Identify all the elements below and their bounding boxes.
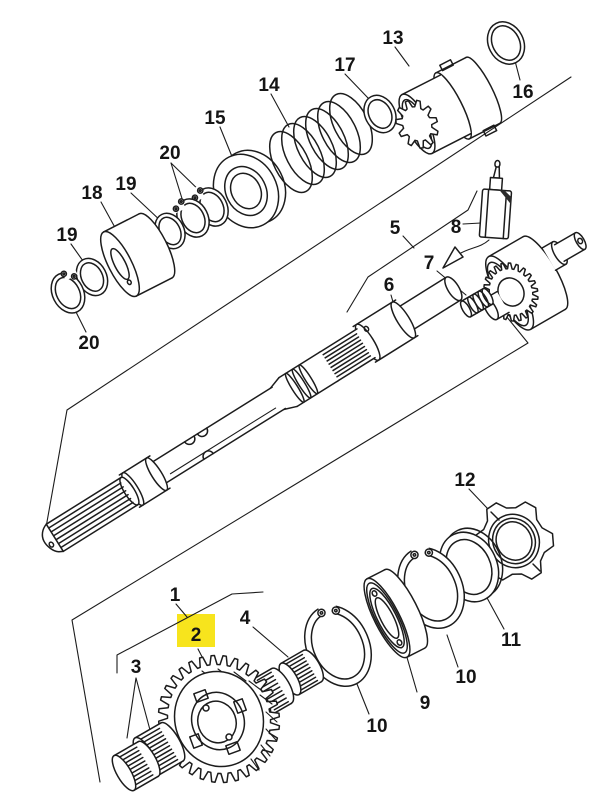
- part-label-19-b[interactable]: 19: [115, 174, 136, 195]
- snap-ring-10-left: [304, 597, 372, 688]
- shaft-drawing: [41, 276, 463, 553]
- part-label-17[interactable]: 17: [334, 55, 355, 76]
- helical-tooth-lines: [201, 668, 278, 771]
- part-label-15[interactable]: 15: [204, 108, 226, 129]
- coupling-13-drawing: [395, 56, 503, 155]
- part-label-10-b[interactable]: 10: [455, 667, 476, 688]
- needle-bearing-3-front: [111, 740, 161, 792]
- assembly-bracket-lines: [44, 76, 572, 783]
- o-ring-16-drawing: [486, 21, 526, 65]
- part-label-4[interactable]: 4: [240, 608, 251, 629]
- part-label-2-highlighted[interactable]: 2: [191, 625, 202, 646]
- spring-drawing: [268, 92, 374, 194]
- part-label-11[interactable]: 11: [501, 630, 522, 651]
- part-label-18[interactable]: 18: [81, 183, 102, 204]
- part-label-9[interactable]: 9: [420, 693, 431, 714]
- part-label-5[interactable]: 5: [390, 218, 401, 239]
- spacer-18-drawing: [99, 212, 176, 298]
- part-label-7[interactable]: 7: [424, 253, 435, 274]
- part-label-3[interactable]: 3: [131, 657, 142, 678]
- oil-bottle-icon: [442, 159, 513, 269]
- pin-7-drawing: [459, 287, 494, 318]
- part-label-1[interactable]: 1: [170, 585, 181, 606]
- part-label-12[interactable]: 12: [454, 470, 475, 491]
- part-label-6[interactable]: 6: [384, 275, 395, 296]
- bushing-4-drawing: [278, 649, 325, 696]
- hub-shaft-stub: [541, 231, 587, 272]
- part-label-19-a[interactable]: 19: [56, 225, 77, 246]
- o-ring-17-drawing: [363, 94, 397, 134]
- gear-2-drawing: [157, 654, 281, 784]
- curved-arrow-head: [442, 246, 464, 269]
- snap-ring-20-lower: [50, 263, 86, 314]
- part-label-8[interactable]: 8: [451, 217, 462, 238]
- part-label-14[interactable]: 14: [258, 75, 280, 96]
- part-labels: 1 2 3 4 5 6 7 8 9 10 10 11 12 13 14 15 1…: [56, 28, 533, 737]
- part-label-13[interactable]: 13: [382, 28, 403, 49]
- part-label-10-a[interactable]: 10: [366, 716, 387, 737]
- hub-gear-drawing: [482, 231, 587, 331]
- seal-ring-15-drawing: [212, 149, 287, 229]
- part-label-20-a[interactable]: 20: [159, 143, 180, 164]
- curved-arrow: [458, 239, 490, 255]
- part-label-16[interactable]: 16: [512, 82, 533, 103]
- internal-spline-ring: [395, 99, 439, 149]
- snap-ring-20-upper-a: [168, 196, 210, 238]
- ring-19-a-drawing: [75, 257, 109, 297]
- bearing-9-drawing: [363, 568, 429, 659]
- part-label-20-b[interactable]: 20: [78, 333, 99, 354]
